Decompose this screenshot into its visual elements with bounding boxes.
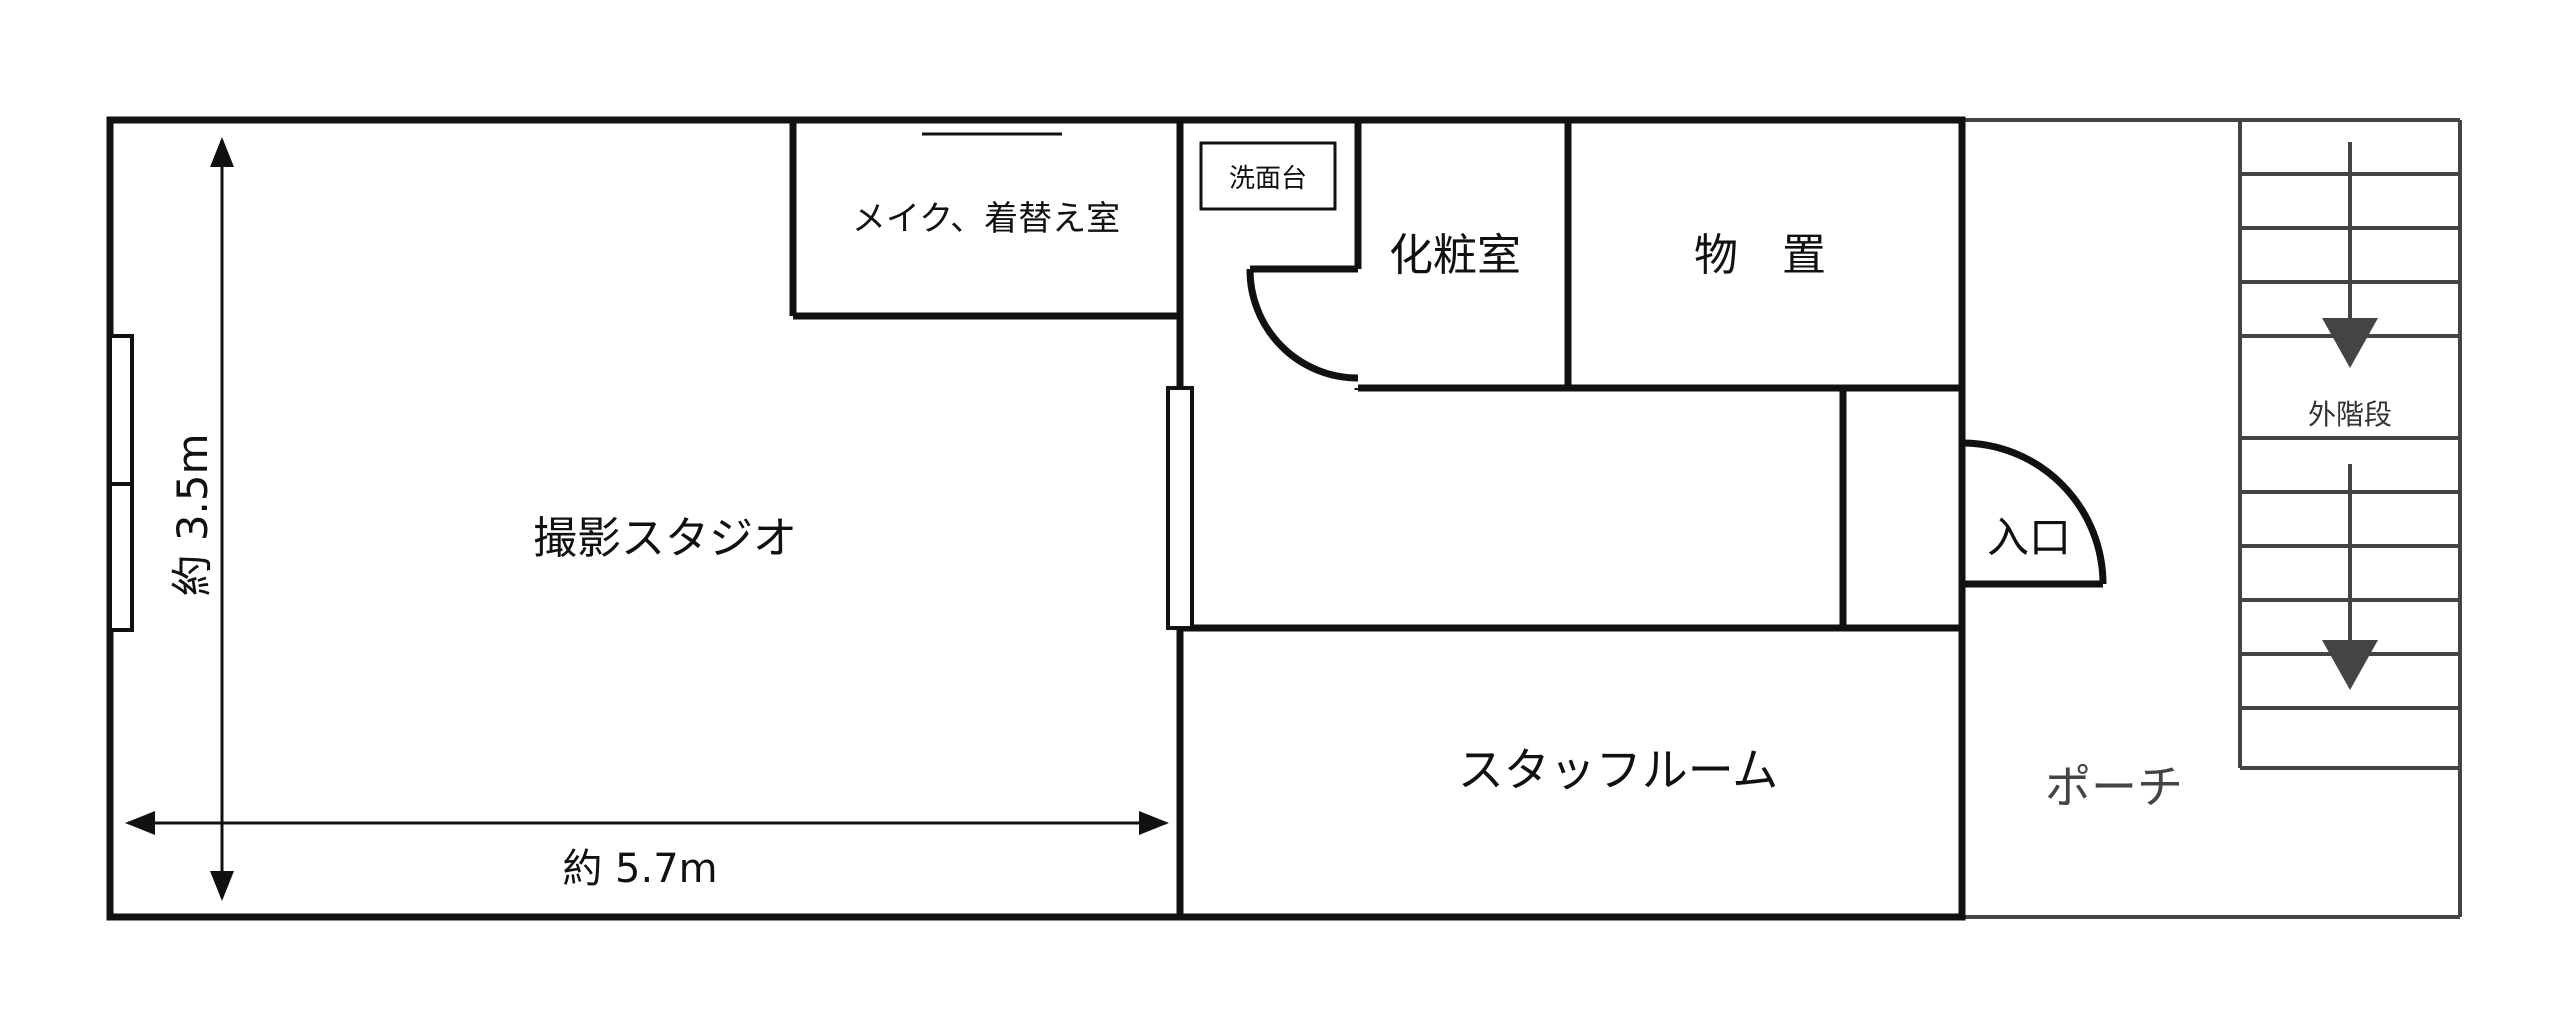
sink-box	[1199, 141, 1337, 211]
window-west	[108, 334, 134, 632]
toilet-door	[1246, 265, 1359, 382]
room-label-makeup: メイク、着替え室	[852, 199, 1120, 239]
room-label-sink: 洗面台	[1229, 164, 1307, 194]
room-label-studio: 撮影スタジオ	[533, 513, 797, 564]
walls	[106, 116, 1966, 921]
room-label-storage: 物 置	[1694, 230, 1826, 281]
height-dimension-label: 約 3.5m	[168, 433, 217, 596]
entrance-door	[1961, 439, 2107, 588]
room-label-toilet: 化粧室	[1389, 230, 1521, 281]
room-label-entrance: 入口	[1987, 513, 2071, 562]
stairs-down-arrow-icon	[2322, 464, 2378, 690]
width-dimension-label: 約 5.7m	[562, 846, 717, 892]
window-inner	[1166, 386, 1194, 630]
room-label-staff: スタッフルーム	[1458, 743, 1779, 797]
area-label-porch: ポーチ	[2045, 760, 2183, 814]
stairs-down-arrow-icon	[2322, 142, 2378, 368]
porch-area	[1962, 118, 2462, 919]
area-label-stairs: 外階段	[2308, 398, 2392, 431]
